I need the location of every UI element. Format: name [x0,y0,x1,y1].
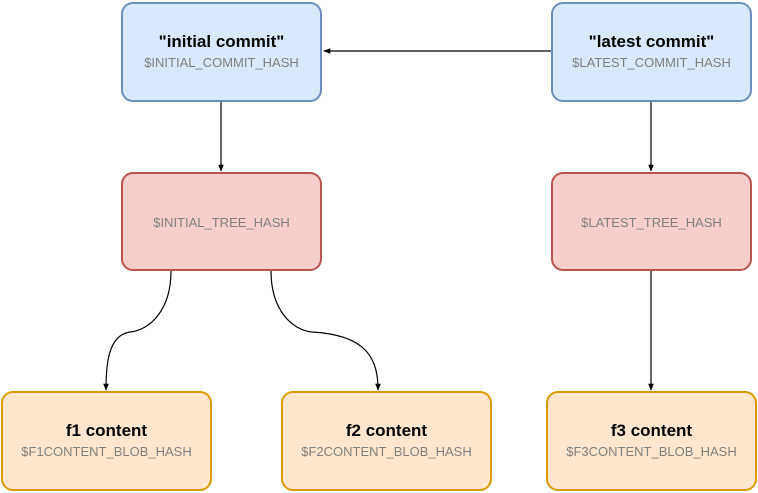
f3-blob-node: f3 content $F3CONTENT_BLOB_HASH [546,391,757,491]
f1-blob-title: f1 content [65,421,148,440]
initial-tree-hash: $INITIAL_TREE_HASH [153,214,290,230]
f2-blob-node: f2 content $F2CONTENT_BLOB_HASH [281,391,492,491]
latest-tree-hash: $LATEST_TREE_HASH [581,214,722,230]
initial-commit-node: "initial commit" $INITIAL_COMMIT_HASH [121,2,322,102]
f2-blob-title: f2 content [345,421,428,440]
initial-tree-node: $INITIAL_TREE_HASH [121,172,322,271]
initial-commit-title: "initial commit" [158,32,285,51]
latest-tree-node: $LATEST_TREE_HASH [551,172,752,271]
edge-initial-tree-to-f2 [270,270,381,391]
latest-commit-title: "latest commit" [588,32,715,51]
initial-commit-hash: $INITIAL_COMMIT_HASH [144,55,299,70]
latest-commit-node: "latest commit" $LATEST_COMMIT_HASH [551,2,752,102]
f3-blob-title: f3 content [610,421,693,440]
edge-initial-tree-to-f1 [103,270,172,391]
f1-blob-hash: $F1CONTENT_BLOB_HASH [21,444,192,459]
latest-commit-hash: $LATEST_COMMIT_HASH [572,55,731,70]
f3-blob-hash: $F3CONTENT_BLOB_HASH [566,444,737,459]
f1-blob-node: f1 content $F1CONTENT_BLOB_HASH [1,391,212,491]
f2-blob-hash: $F2CONTENT_BLOB_HASH [301,444,472,459]
